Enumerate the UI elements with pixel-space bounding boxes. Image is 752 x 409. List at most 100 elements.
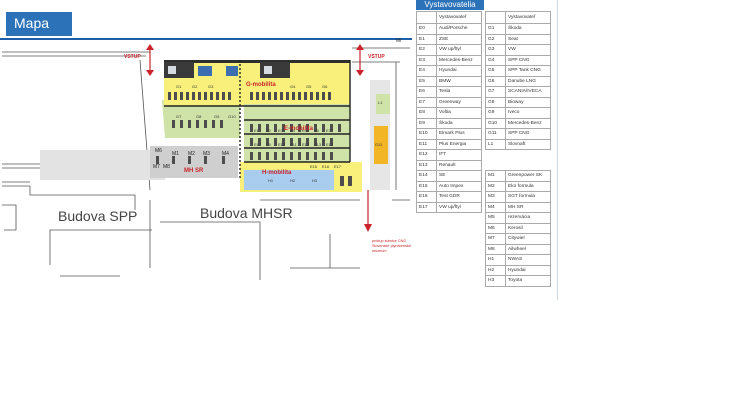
exhibitor-code: G11 — [485, 128, 506, 140]
exhibitor-name: MH SR — [505, 201, 551, 213]
spot-e8: E8 — [254, 142, 260, 147]
spot-m3: M3 — [203, 151, 210, 157]
exhibitor-code: G7 — [485, 86, 506, 98]
exhibitor-code: E1 — [416, 33, 437, 45]
site-outline — [2, 47, 410, 280]
exhibitor-name: Toyota — [505, 275, 551, 287]
spot-m6: M6 — [155, 148, 162, 154]
exhibitor-name: IFT — [436, 149, 482, 161]
spot-g9: G9 — [214, 114, 220, 119]
exhibitor-name: ZSE — [436, 33, 482, 45]
exhibitor-name: Eko formula — [505, 180, 551, 192]
exhibitor-code: E9 — [416, 117, 437, 129]
spot-m7: M7 — [153, 164, 160, 170]
exhibitor-code: E17 — [416, 201, 437, 213]
exhibitor-code: H2 — [485, 264, 506, 276]
legend-title: Vystavovatelia — [416, 0, 484, 10]
spot-m8: M8 — [163, 164, 170, 170]
svg-text:VSTUP: VSTUP — [368, 54, 385, 60]
exhibitor-code: G9 — [485, 107, 506, 119]
spot-e9: E9 — [266, 142, 272, 147]
table-g-header: Vystavovateľ — [505, 11, 551, 24]
exhibitor-name: Hyundai — [436, 65, 482, 77]
spot-e4: E4 — [290, 128, 296, 133]
spot-e13: E13 — [314, 142, 322, 147]
exhibitor-code: E15 — [416, 180, 437, 192]
exhibitor-code: E6 — [416, 86, 437, 98]
exhibitor-name: Hyundai — [505, 264, 551, 276]
spot-h1: H1 — [268, 178, 274, 183]
label-e-mobilita: E-mobilita — [284, 126, 314, 132]
spot-m1: M1 — [172, 151, 179, 157]
exhibitor-name: Renault — [436, 159, 482, 171]
exhibitor-code: E11 — [416, 138, 437, 150]
exhibitor-code: M5 — [485, 212, 506, 224]
parking-dividers — [164, 60, 351, 178]
spot-g8: G8 — [196, 114, 202, 119]
m-labels: M1 M2 M3 M4 M6 M7 M8 — [153, 148, 229, 170]
spot-g11: G11 — [375, 142, 383, 147]
exhibitor-name: Škoda — [505, 23, 551, 35]
spot-g7: G7 — [176, 114, 182, 119]
exhibitor-code: E16 — [416, 191, 437, 203]
exhibitor-code: M8 — [485, 243, 506, 255]
title-underline — [0, 38, 412, 40]
exhibitor-code: E5 — [416, 75, 437, 87]
table-e-header: Vystavovateľ — [436, 11, 482, 24]
entrance-left: VSTUP — [124, 44, 154, 76]
exhibitor-code: G1 — [485, 23, 506, 35]
zone-titles: G-mobilita E-mobilita H-mobilita MH SR — [184, 82, 314, 176]
exhibitor-code: E10 — [416, 128, 437, 140]
spot-e2: E2 — [266, 128, 272, 133]
exhibitor-code: E13 — [416, 159, 437, 171]
spot-codes: G1 G2 G3 G4 G5 G6 G7 G8 G9 G10 E1 E2 E3 … — [176, 84, 383, 183]
zone-green-left — [162, 100, 240, 138]
spot-g2: G2 — [192, 84, 198, 89]
spot-e5: E5 — [302, 128, 308, 133]
spot-g1: G1 — [176, 84, 182, 89]
exhibitor-code: E8 — [416, 107, 437, 119]
exhibitor-code: G4 — [485, 54, 506, 66]
site-map[interactable]: G1 G2 G3 G4 G5 G6 G7 G8 G9 G10 E1 E2 E3 … — [0, 0, 412, 300]
exhibitor-name: VW — [505, 44, 551, 56]
exhibitor-name: Seat — [505, 33, 551, 45]
exhibitor-code: E7 — [416, 96, 437, 108]
exhibitor-name: Greenway — [436, 96, 482, 108]
spot-e11: E11 — [290, 142, 298, 147]
exhibitor-name: Citywiel — [505, 233, 551, 245]
map-title: Mapa — [6, 12, 72, 36]
spot-e12: E12 — [302, 142, 310, 147]
spot-g10: G10 — [228, 114, 236, 119]
exhibitor-code: E0 — [416, 23, 437, 35]
exhibitor-name: Elmark Plus — [436, 128, 482, 140]
exhibitor-code: E4 — [416, 65, 437, 77]
exhibitor-code: H1 — [485, 254, 506, 266]
exhibitor-code: G3 — [485, 44, 506, 56]
exhibitor-name: Test GDR — [436, 191, 482, 203]
exhibitor-name: NWAS — [505, 254, 551, 266]
exhibitor-name: Bioway — [505, 96, 551, 108]
